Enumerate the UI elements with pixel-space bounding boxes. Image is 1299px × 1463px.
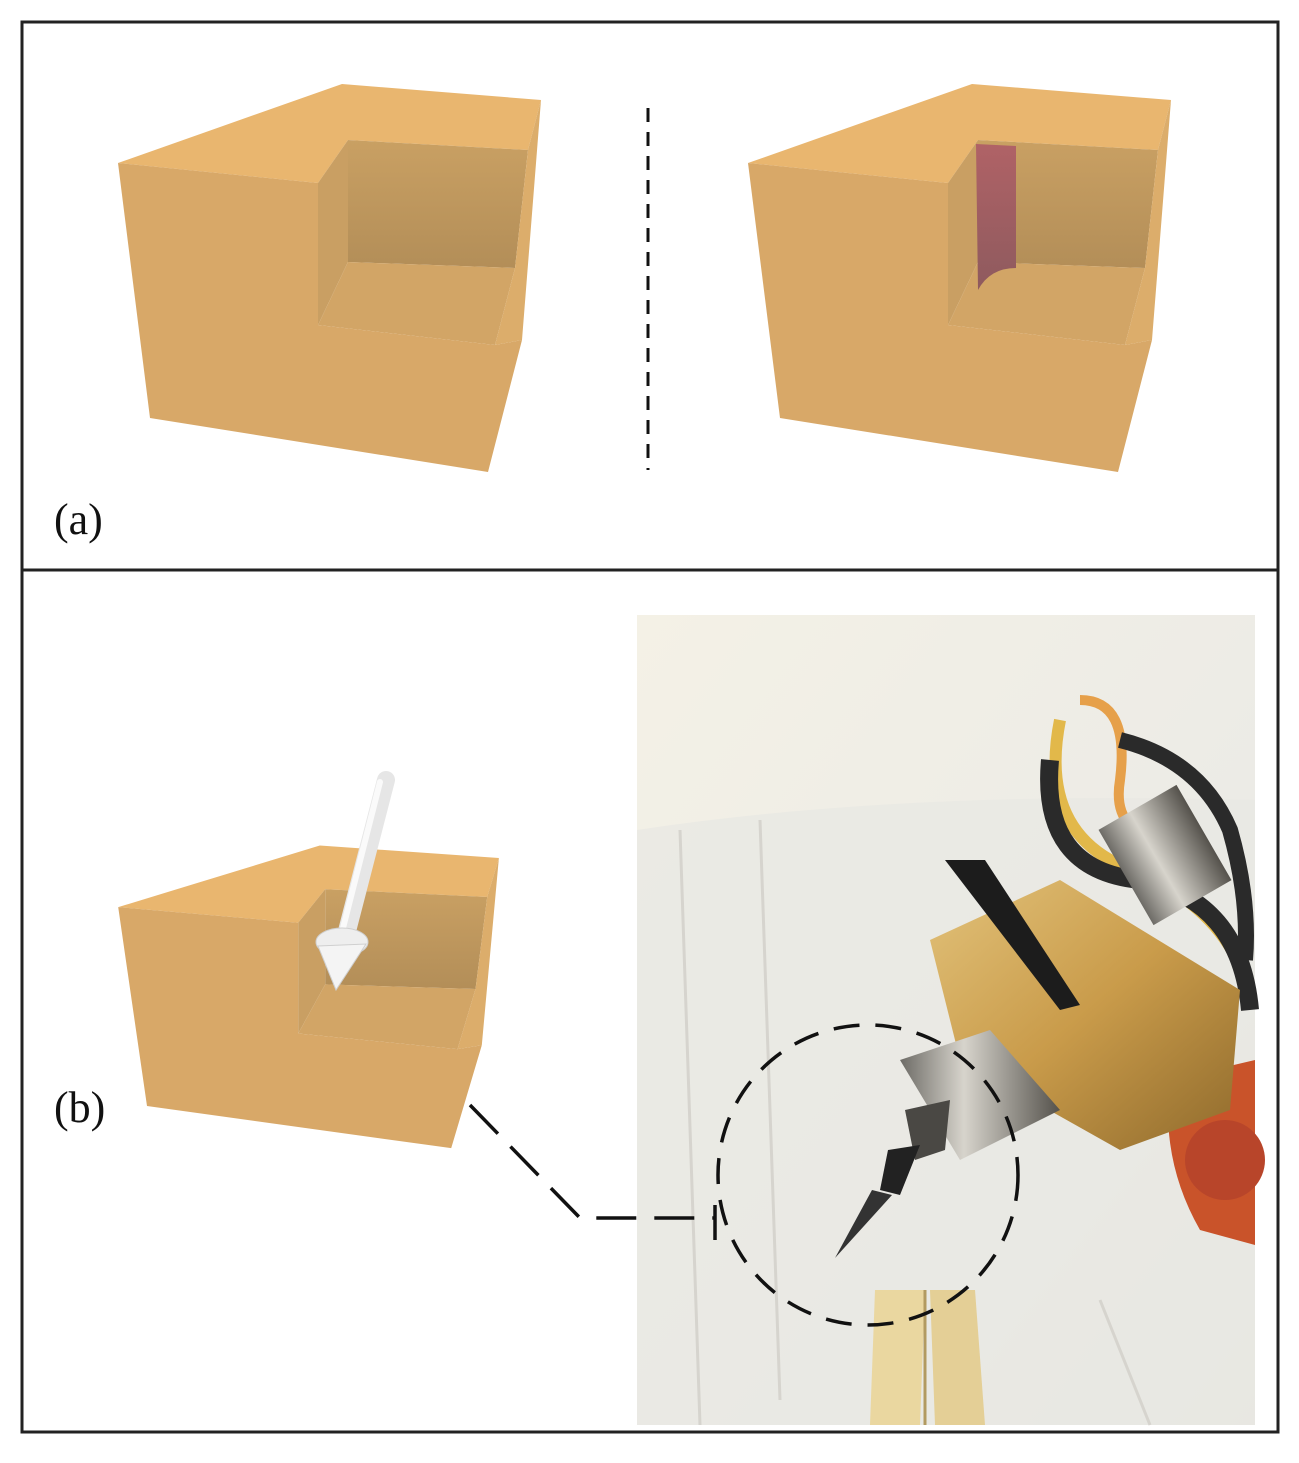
figure-frame — [20, 20, 1280, 1434]
cutting-tool-icon — [315, 771, 395, 992]
zoom-circle — [716, 1023, 1020, 1327]
cube-with-tool — [118, 771, 499, 1149]
panel-label-a: (a) — [54, 495, 103, 544]
callout-connector — [468, 1103, 715, 1220]
cube-original — [118, 84, 541, 472]
unreachable-region-highlight — [976, 144, 1016, 290]
robot-milling-photo — [637, 615, 1265, 1426]
panel-label-b: (b) — [54, 1083, 106, 1132]
cube-with-highlighted-region — [748, 84, 1171, 472]
